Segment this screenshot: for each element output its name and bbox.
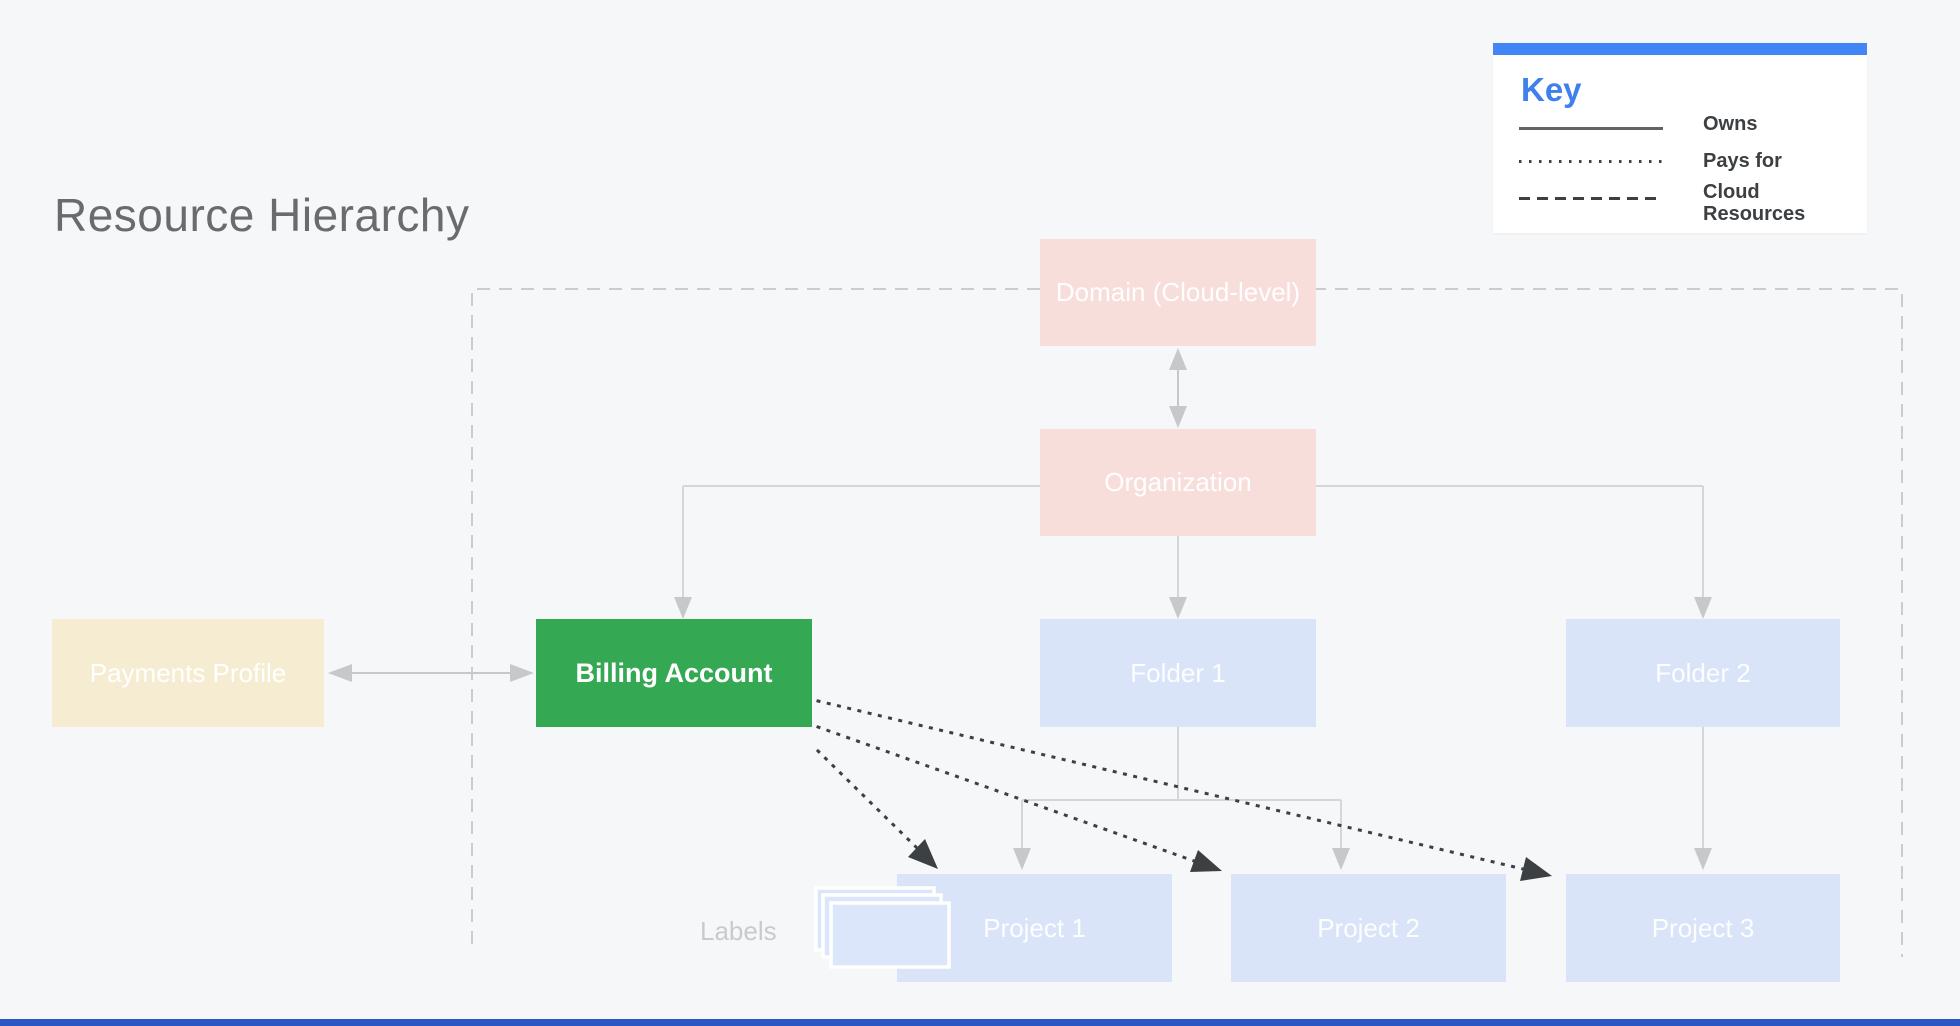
pays-arrowhead-project1 xyxy=(908,839,938,869)
arrowhead-project2 xyxy=(1332,848,1350,870)
page-title: Resource Hierarchy xyxy=(54,189,470,241)
arrowhead-billing-right xyxy=(510,664,534,682)
arrowhead-payments-left xyxy=(328,664,352,682)
legend-solid-line-sample xyxy=(1519,127,1663,130)
key-accent-bar xyxy=(1493,43,1867,55)
node-project-2: Project 2 xyxy=(1231,874,1506,982)
node-project-3-label: Project 3 xyxy=(1651,912,1755,943)
node-project-3: Project 3 xyxy=(1566,874,1840,982)
legend-label-owns: Owns xyxy=(1703,113,1758,135)
node-project-2-label: Project 2 xyxy=(1317,912,1420,943)
node-project-1-label: Project 1 xyxy=(983,912,1086,943)
owns-arrowheads xyxy=(328,348,1712,870)
key-legend: Key Owns Pays for Cloud Resources xyxy=(1493,43,1867,233)
node-domain-label: Domain (Cloud-level) xyxy=(1055,277,1301,307)
arrowhead-folder2 xyxy=(1694,597,1712,619)
node-domain: Domain (Cloud-level) xyxy=(1040,239,1316,346)
labels-caption: Labels xyxy=(700,916,777,946)
arrowhead-project3 xyxy=(1694,848,1712,870)
node-folder-1: Folder 1 xyxy=(1040,619,1316,727)
key-panel: Key Owns Pays for Cloud Resources xyxy=(1493,55,1867,233)
legend-label-cloud-resources: Cloud Resources xyxy=(1703,181,1806,225)
node-folder-1-label: Folder 1 xyxy=(1130,657,1226,688)
node-billing-account-label: Billing Account xyxy=(575,657,773,688)
pays-arrowhead-project2 xyxy=(1190,850,1222,872)
owns-connector-lines xyxy=(352,370,1704,848)
arrowhead-folder1 xyxy=(1169,597,1187,619)
arrowhead-billing xyxy=(674,597,692,619)
node-organization-label: Organization xyxy=(1104,467,1252,497)
node-billing-account: Billing Account xyxy=(536,619,812,727)
node-payments-profile: Payments Profile xyxy=(52,619,324,727)
legend-label-pays-for: Pays for xyxy=(1703,150,1782,172)
node-folder-2: Folder 2 xyxy=(1566,619,1840,727)
bottom-accent-bar xyxy=(0,1019,1960,1026)
pays-for-lines xyxy=(815,699,1525,871)
arrowhead-organization-down xyxy=(1169,406,1187,428)
arrowhead-domain-up xyxy=(1169,348,1187,370)
key-title: Key xyxy=(1521,71,1582,108)
node-payments-profile-label: Payments Profile xyxy=(89,657,287,688)
labels-cards-icon xyxy=(814,886,951,969)
pays-arrowhead-project3 xyxy=(1520,857,1552,881)
arrowhead-project1 xyxy=(1013,848,1031,870)
legend-dotted-line-sample xyxy=(1519,160,1663,163)
billing-pays-project1-line xyxy=(815,748,920,851)
card-front xyxy=(829,901,951,969)
pays-for-arrowheads xyxy=(908,839,1552,881)
billing-pays-project2-line xyxy=(816,725,1196,863)
node-folder-2-label: Folder 2 xyxy=(1655,657,1751,688)
node-organization: Organization xyxy=(1040,429,1316,536)
legend-dashed-line-sample xyxy=(1519,197,1663,200)
